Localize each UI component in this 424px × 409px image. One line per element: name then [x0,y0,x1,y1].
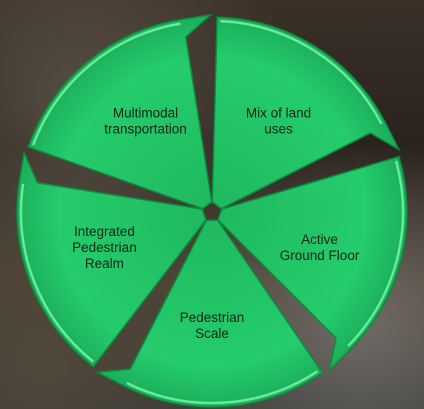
segments-group [17,15,407,407]
segment-label-line: Ground Floor [280,248,360,263]
segment-label-line: Pedestrian [72,240,137,255]
segment-label-line: Mix of land [246,106,311,121]
segment-label-line: Integrated [74,224,135,239]
segment-label-line: Multimodal [113,106,178,121]
segment-label-line: Realm [85,256,124,271]
segment-label-line: Active [301,232,338,247]
segment-label-line: uses [264,122,293,137]
segment-label-line: Scale [195,326,229,341]
segment-label-line: transportation [104,122,187,137]
segment-label-line: Pedestrian [180,310,245,325]
